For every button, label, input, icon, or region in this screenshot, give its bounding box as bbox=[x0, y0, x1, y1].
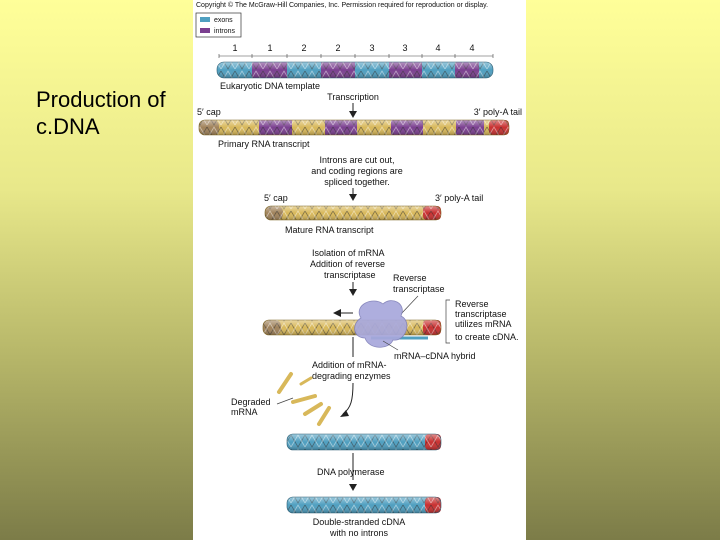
arrow-down-icon bbox=[349, 111, 357, 118]
region-number: 3 bbox=[369, 43, 374, 53]
degraded-label-line1: Degraded bbox=[231, 397, 271, 407]
figure-diagram: Copyright © The McGraw-Hill Companies, I… bbox=[195, 1, 522, 538]
region-number: 1 bbox=[232, 43, 237, 53]
reverse-transcriptase-enzyme bbox=[354, 300, 408, 348]
primary-transcript-label: Primary RNA transcript bbox=[218, 139, 310, 149]
legend-exons-label: exons bbox=[214, 17, 233, 24]
degraded-label-line2: mRNA bbox=[231, 407, 258, 417]
arrow-left-icon bbox=[333, 309, 341, 317]
region-number: 1 bbox=[267, 43, 272, 53]
splice-text-line3: spliced together. bbox=[324, 177, 390, 187]
mature-rna-strand bbox=[264, 205, 442, 221]
mrna-cdna-hybrid-strand bbox=[262, 319, 442, 340]
hybrid-label: mRNA–cDNA hybrid bbox=[394, 351, 476, 361]
legend-introns-label: introns bbox=[214, 28, 236, 35]
arrow-down-icon bbox=[340, 410, 349, 417]
dna-template-strand bbox=[216, 61, 494, 79]
legend-intron-swatch bbox=[200, 28, 210, 33]
polya-label-primary: 3′ poly-A tail bbox=[474, 107, 522, 117]
primary-rna-strand bbox=[198, 119, 510, 136]
final-label-line1: Double-stranded cDNA bbox=[313, 517, 406, 527]
isolation-text-line1: Isolation of mRNA bbox=[312, 248, 385, 258]
rt-label-line2: transcriptase bbox=[393, 284, 445, 294]
degrading-text-line2: degrading enzymes bbox=[312, 371, 391, 381]
degrading-text-line1: Addition of mRNA- bbox=[312, 360, 387, 370]
single-strand-cdna bbox=[286, 433, 442, 451]
final-label-line2: with no introns bbox=[329, 528, 389, 538]
degraded-mrna-fragments bbox=[277, 372, 331, 426]
cap-label-mature: 5′ cap bbox=[264, 193, 288, 203]
region-number: 4 bbox=[469, 43, 474, 53]
region-numbers: 1 1 2 2 3 3 4 4 bbox=[218, 43, 494, 58]
rt-label-line1: Reverse bbox=[393, 273, 427, 283]
isolation-text-line2: Addition of reverse bbox=[310, 259, 385, 269]
legend: exons introns bbox=[195, 12, 242, 38]
arrow-down-icon bbox=[349, 484, 357, 491]
region-number: 4 bbox=[435, 43, 440, 53]
splice-text-line2: and coding regions are bbox=[311, 166, 403, 176]
cap-label-primary: 5′ cap bbox=[197, 107, 221, 117]
region-number: 2 bbox=[335, 43, 340, 53]
figure-panel: Copyright © The McGraw-Hill Companies, I… bbox=[193, 0, 526, 540]
copyright-text: Copyright © The McGraw-Hill Companies, I… bbox=[196, 1, 488, 9]
arrow-down-icon bbox=[349, 289, 357, 296]
rt-use-line3: utilizes mRNA bbox=[455, 319, 512, 329]
rt-use-line2: transcriptase bbox=[455, 309, 507, 319]
legend-exon-swatch bbox=[200, 17, 210, 22]
splice-text-line1: Introns are cut out, bbox=[319, 155, 394, 165]
rt-use-line1: Reverse bbox=[455, 299, 489, 309]
rt-use-line4: to create cDNA. bbox=[455, 332, 519, 342]
mature-transcript-label: Mature RNA transcript bbox=[285, 225, 374, 235]
polya-label-mature: 3′ poly-A tail bbox=[435, 193, 483, 203]
arrow-down-icon bbox=[349, 194, 357, 201]
slide-title: Production of c.DNA bbox=[36, 87, 166, 139]
dna-template-label: Eukaryotic DNA template bbox=[220, 81, 320, 91]
transcription-label: Transcription bbox=[327, 92, 379, 102]
isolation-text-line3: transcriptase bbox=[324, 270, 376, 280]
polymerase-label: DNA polymerase bbox=[317, 467, 385, 477]
region-number: 2 bbox=[301, 43, 306, 53]
double-strand-cdna bbox=[286, 496, 442, 514]
region-number: 3 bbox=[402, 43, 407, 53]
